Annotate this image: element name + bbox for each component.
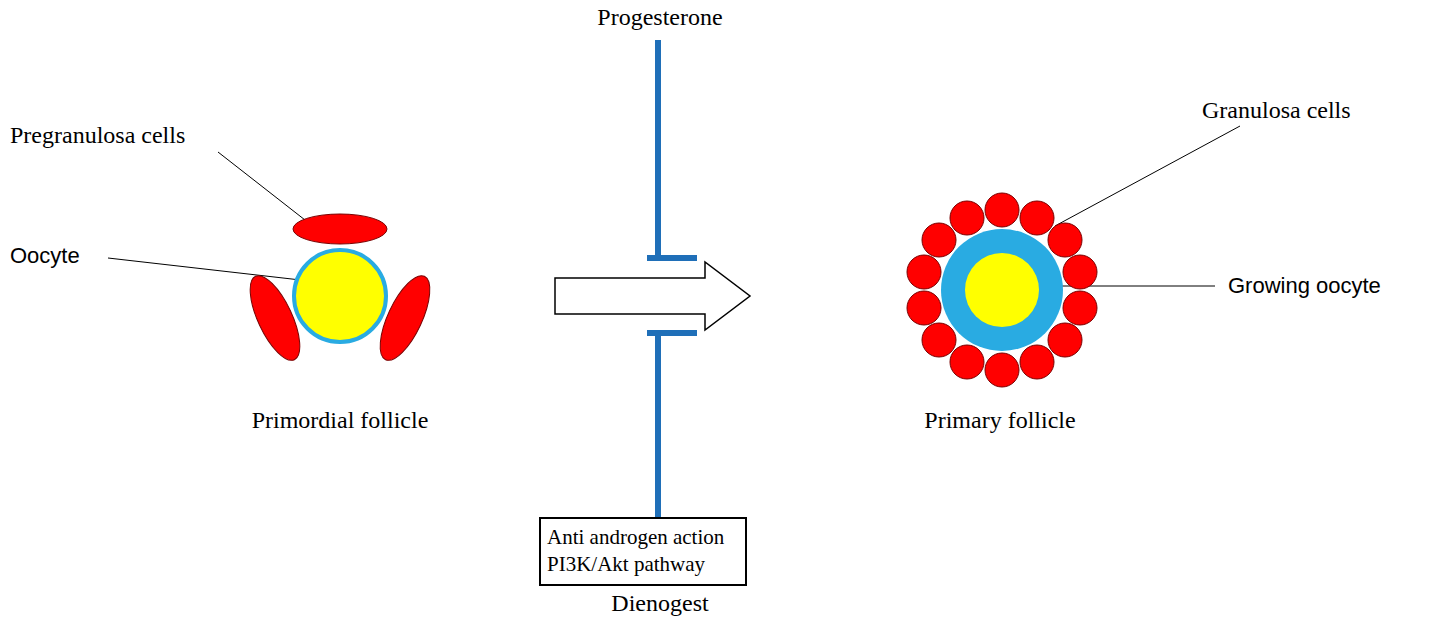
granulosa-cell	[922, 223, 956, 257]
follicle-group: Primordial follicle	[235, 200, 555, 440]
leader-line	[218, 152, 305, 220]
process-box: Anti androgen action PI3K/Akt pathway	[539, 517, 747, 586]
granulosa-cell	[907, 291, 941, 325]
inhibition-line	[655, 40, 661, 258]
granulosa-cell	[950, 345, 984, 379]
granulosa-cell	[922, 323, 956, 357]
follicle-group: Primary follicle	[750, 180, 1120, 440]
block-arrow	[555, 262, 750, 330]
node-label: Primary follicle	[880, 407, 1120, 434]
granulosa-cell	[985, 353, 1019, 387]
granulosa-cell	[1020, 201, 1054, 235]
oocyte-circle	[965, 253, 1039, 327]
inhibition-bar	[647, 330, 697, 336]
granulosa-cell	[950, 201, 984, 235]
granulosa-cell	[1048, 323, 1082, 357]
zona-ring	[941, 229, 1063, 351]
part-label: Growing oocyte	[1228, 273, 1381, 299]
granulosa-cell	[1063, 255, 1097, 289]
leader-line	[1055, 126, 1240, 226]
node-label: Primordial follicle	[235, 407, 445, 434]
part-label: Pregranulosa cells	[10, 122, 185, 149]
part-label: Oocyte	[10, 243, 80, 269]
part-label: Granulosa cells	[1202, 97, 1351, 124]
leader-line	[108, 258, 318, 282]
granulosa-cell	[907, 255, 941, 289]
oocyte-circle	[294, 250, 386, 342]
drug-label: Dienogest	[560, 590, 760, 617]
inhibition-bar	[647, 255, 697, 261]
granulosa-cell	[1020, 345, 1054, 379]
box-text: Anti androgen action PI3K/Akt pathway	[547, 524, 739, 579]
drug-label: Progesterone	[560, 4, 760, 31]
granulosa-cell	[985, 193, 1019, 227]
granulosa-cell	[1048, 223, 1082, 257]
pregranulosa-cell	[293, 214, 387, 244]
granulosa-cell	[1063, 291, 1097, 325]
